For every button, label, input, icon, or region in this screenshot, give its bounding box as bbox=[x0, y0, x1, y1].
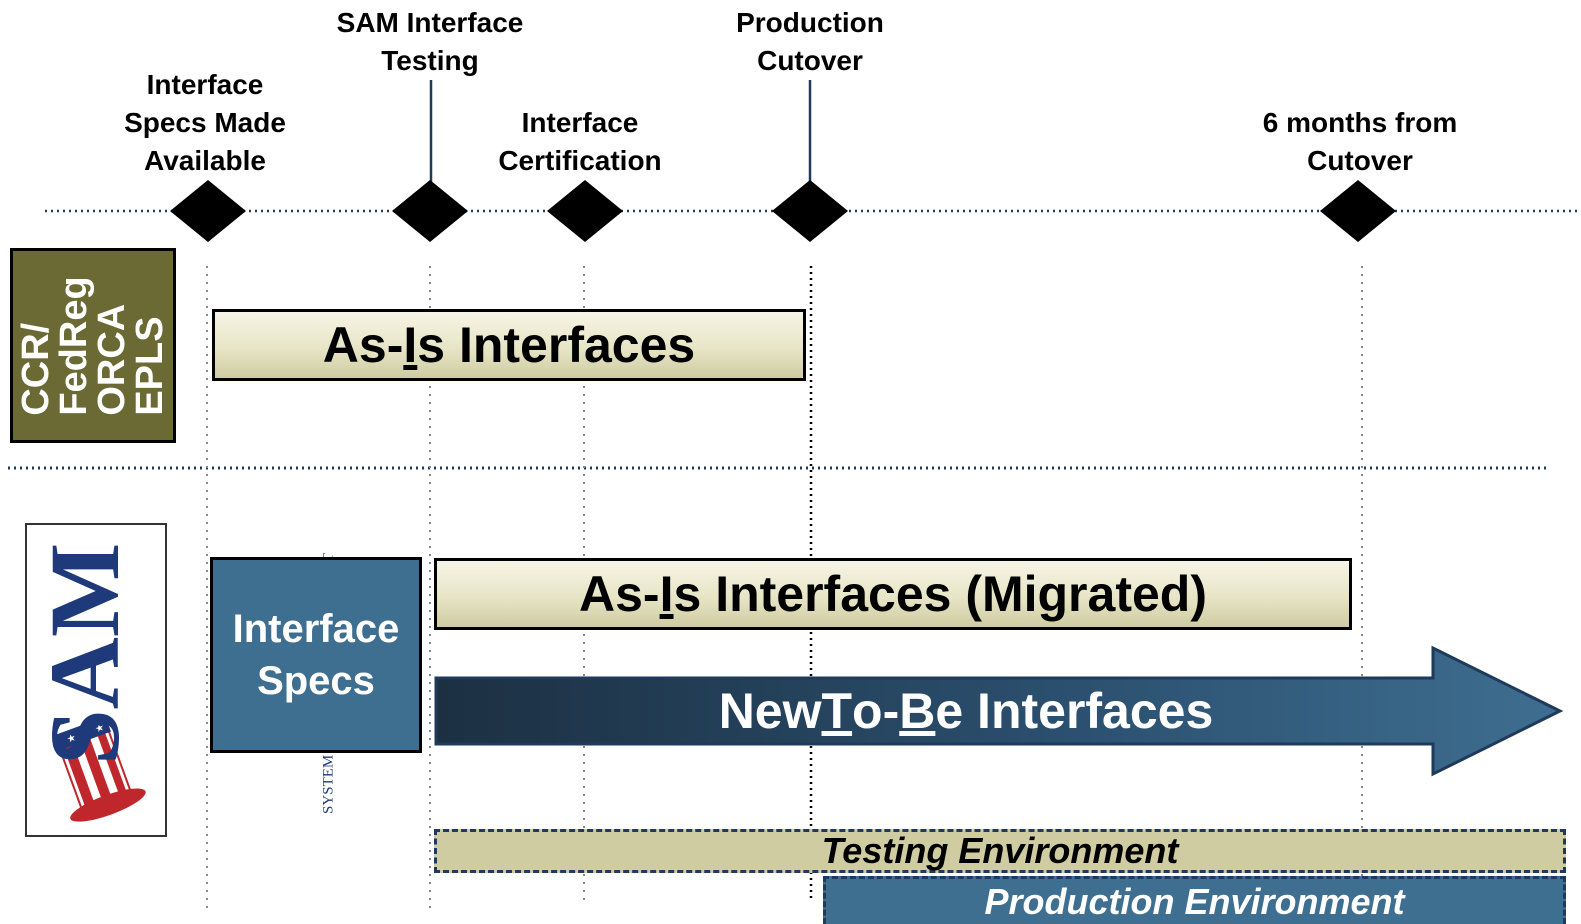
uncle-sam-hat-icon: ★ ★ ★ bbox=[52, 716, 146, 822]
tobe-pre: New bbox=[718, 683, 822, 739]
sam-logo: ★ ★ ★ SAM SYSTEM FOR AWARD MANAGEMENT bbox=[25, 523, 337, 837]
bar-production-environment: Production Environment bbox=[823, 876, 1566, 924]
milestone-label-specs-available: Interface Specs Made Available bbox=[124, 69, 286, 176]
milestone-label-sam-testing: SAM Interface Testing bbox=[336, 7, 524, 76]
bar-interface-specs: Interface Specs bbox=[210, 557, 422, 753]
milestone-label-certification: Interface Certification bbox=[498, 107, 662, 176]
milestone-diamond-testing bbox=[392, 180, 468, 242]
legacy-line-orca: ORCA bbox=[91, 303, 133, 416]
bar-testing-environment: Testing Environment bbox=[434, 829, 1566, 873]
tobe-u2: B bbox=[899, 683, 936, 739]
milestone-diamond-cutover bbox=[772, 180, 848, 242]
svg-text:★: ★ bbox=[94, 722, 106, 735]
milestone-label-production-cutover: Production Cutover bbox=[736, 7, 884, 76]
legacy-line-fedreg: FedReg bbox=[53, 275, 95, 416]
sam-logo-text: SAM bbox=[29, 542, 140, 765]
milestone-diamond-specs bbox=[170, 180, 246, 242]
tobe-arrow-shape bbox=[434, 645, 1564, 777]
svg-text:★: ★ bbox=[81, 727, 93, 740]
legacy-line-ccr: CCR/ bbox=[15, 322, 57, 416]
milestone-label-six-months: 6 months from Cutover bbox=[1262, 107, 1458, 176]
migrated-u: I bbox=[659, 566, 674, 622]
migrated-post: s Interfaces (Migrated) bbox=[673, 566, 1207, 622]
migrated-pre: As- bbox=[579, 566, 660, 622]
tobe-mid: o- bbox=[852, 683, 900, 739]
milestone-diamond-six-months bbox=[1320, 180, 1396, 242]
legacy-line-epls: EPLS bbox=[129, 315, 171, 416]
asis-post: s Interfaces bbox=[417, 317, 696, 373]
milestone-diamond-certification bbox=[547, 180, 623, 242]
tobe-u1: T bbox=[821, 683, 853, 739]
legacy-systems-text: CCR/ FedReg ORCA EPLS bbox=[15, 275, 171, 416]
interface-specs-line1: Interface bbox=[232, 607, 400, 651]
asis-u: I bbox=[403, 317, 418, 373]
tobe-post: e Interfaces bbox=[935, 683, 1214, 739]
asis-pre: As- bbox=[322, 317, 404, 373]
svg-text:★: ★ bbox=[66, 732, 78, 745]
legacy-systems-box: CCR/ FedReg ORCA EPLS bbox=[10, 248, 176, 443]
interface-specs-line2: Specs bbox=[257, 659, 375, 703]
